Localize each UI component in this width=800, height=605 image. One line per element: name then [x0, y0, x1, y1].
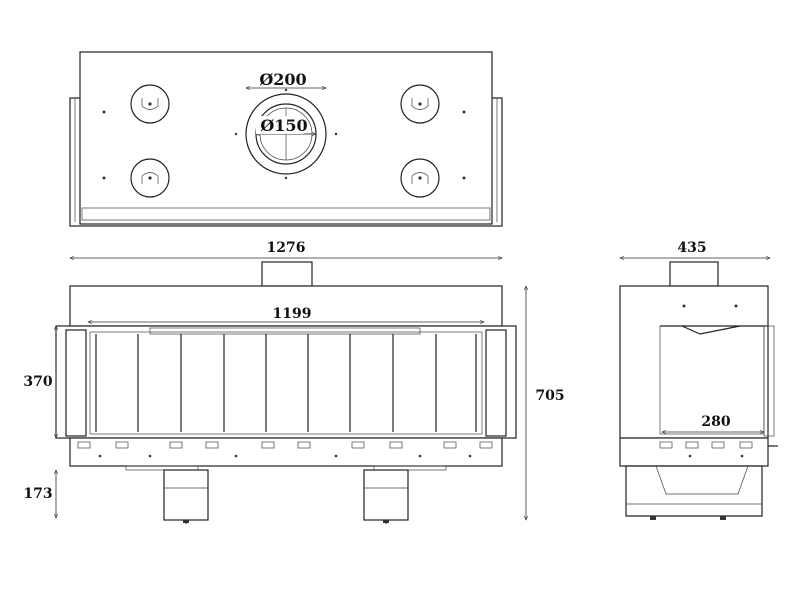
side-view: 435 280 — [619, 240, 778, 520]
mount-boss-bottom-left — [130, 158, 170, 198]
opening-width-label: 1199 — [273, 306, 312, 322]
flue-inner-diameter-label: Ø150 — [260, 116, 307, 135]
top-view-plate — [79, 51, 493, 225]
top-view-front-edge — [81, 207, 491, 221]
mount-boss-top-left — [130, 84, 170, 124]
side-body — [619, 285, 769, 439]
top-view: Ø200 Ø150 — [69, 51, 503, 227]
overall-depth-label: 435 — [677, 240, 706, 256]
inner-depth-label: 280 — [701, 414, 730, 430]
side-pedestal — [625, 465, 763, 517]
front-leg-left — [163, 469, 209, 524]
front-flue-stub — [261, 261, 313, 287]
glass-height-label: 370 — [23, 374, 52, 390]
front-glass-opening — [89, 331, 483, 435]
front-base — [69, 437, 503, 467]
front-leg-right — [363, 469, 409, 524]
air-slots — [77, 441, 493, 449]
side-flue-stub — [669, 261, 719, 287]
overall-width-label: 1276 — [267, 240, 306, 256]
overall-height-label: 705 — [535, 388, 564, 404]
side-baffle — [681, 325, 741, 335]
mount-boss-bottom-right — [400, 158, 440, 198]
side-base — [619, 437, 769, 467]
front-glass-frame — [55, 325, 517, 439]
flue-outer-diameter-label: Ø200 — [259, 70, 306, 89]
front-view: 1276 1199 — [23, 240, 565, 524]
firebox-panels — [95, 334, 477, 432]
leg-height-label: 173 — [23, 486, 52, 502]
mount-boss-top-right — [400, 84, 440, 124]
